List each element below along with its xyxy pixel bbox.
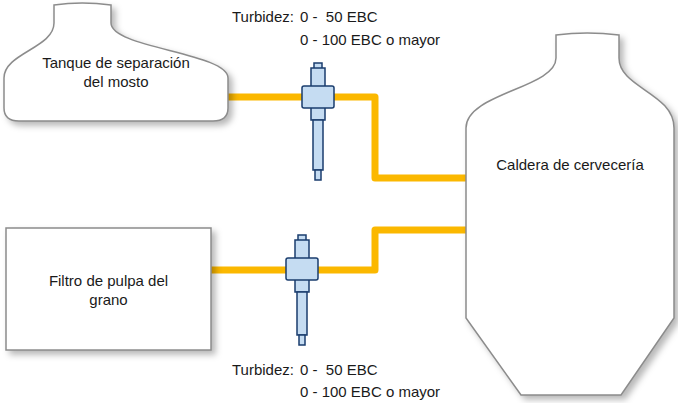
- turbidity-range: Turbidez:: [232, 8, 294, 26]
- node-outline: [466, 33, 674, 397]
- turbidity-range: Turbidez:: [232, 361, 294, 379]
- pipe-connector: [226, 97, 468, 178]
- turbidity-range: 0 - 100 EBC o mayor: [300, 383, 440, 401]
- turbidity-sensor: [286, 235, 318, 345]
- node-label: Tanque de separación del mosto: [31, 53, 201, 91]
- node-label: Filtro de pulpa del grano: [34, 271, 184, 309]
- turbidity-range: 0 - 50 EBC: [300, 8, 378, 26]
- vessel-shape: Caldera de cervecería: [466, 33, 674, 397]
- pipe-connector: [210, 230, 468, 270]
- vessel-shape: Tanque de separación del mosto: [4, 3, 228, 123]
- node-label: Caldera de cervecería: [496, 155, 644, 174]
- turbidity-range: 0 - 50 EBC: [300, 361, 378, 379]
- turbidity-range: 0 - 100 EBC o mayor: [300, 31, 440, 49]
- turbidity-sensor: [302, 63, 334, 180]
- filter-box: Filtro de pulpa del grano: [5, 227, 212, 351]
